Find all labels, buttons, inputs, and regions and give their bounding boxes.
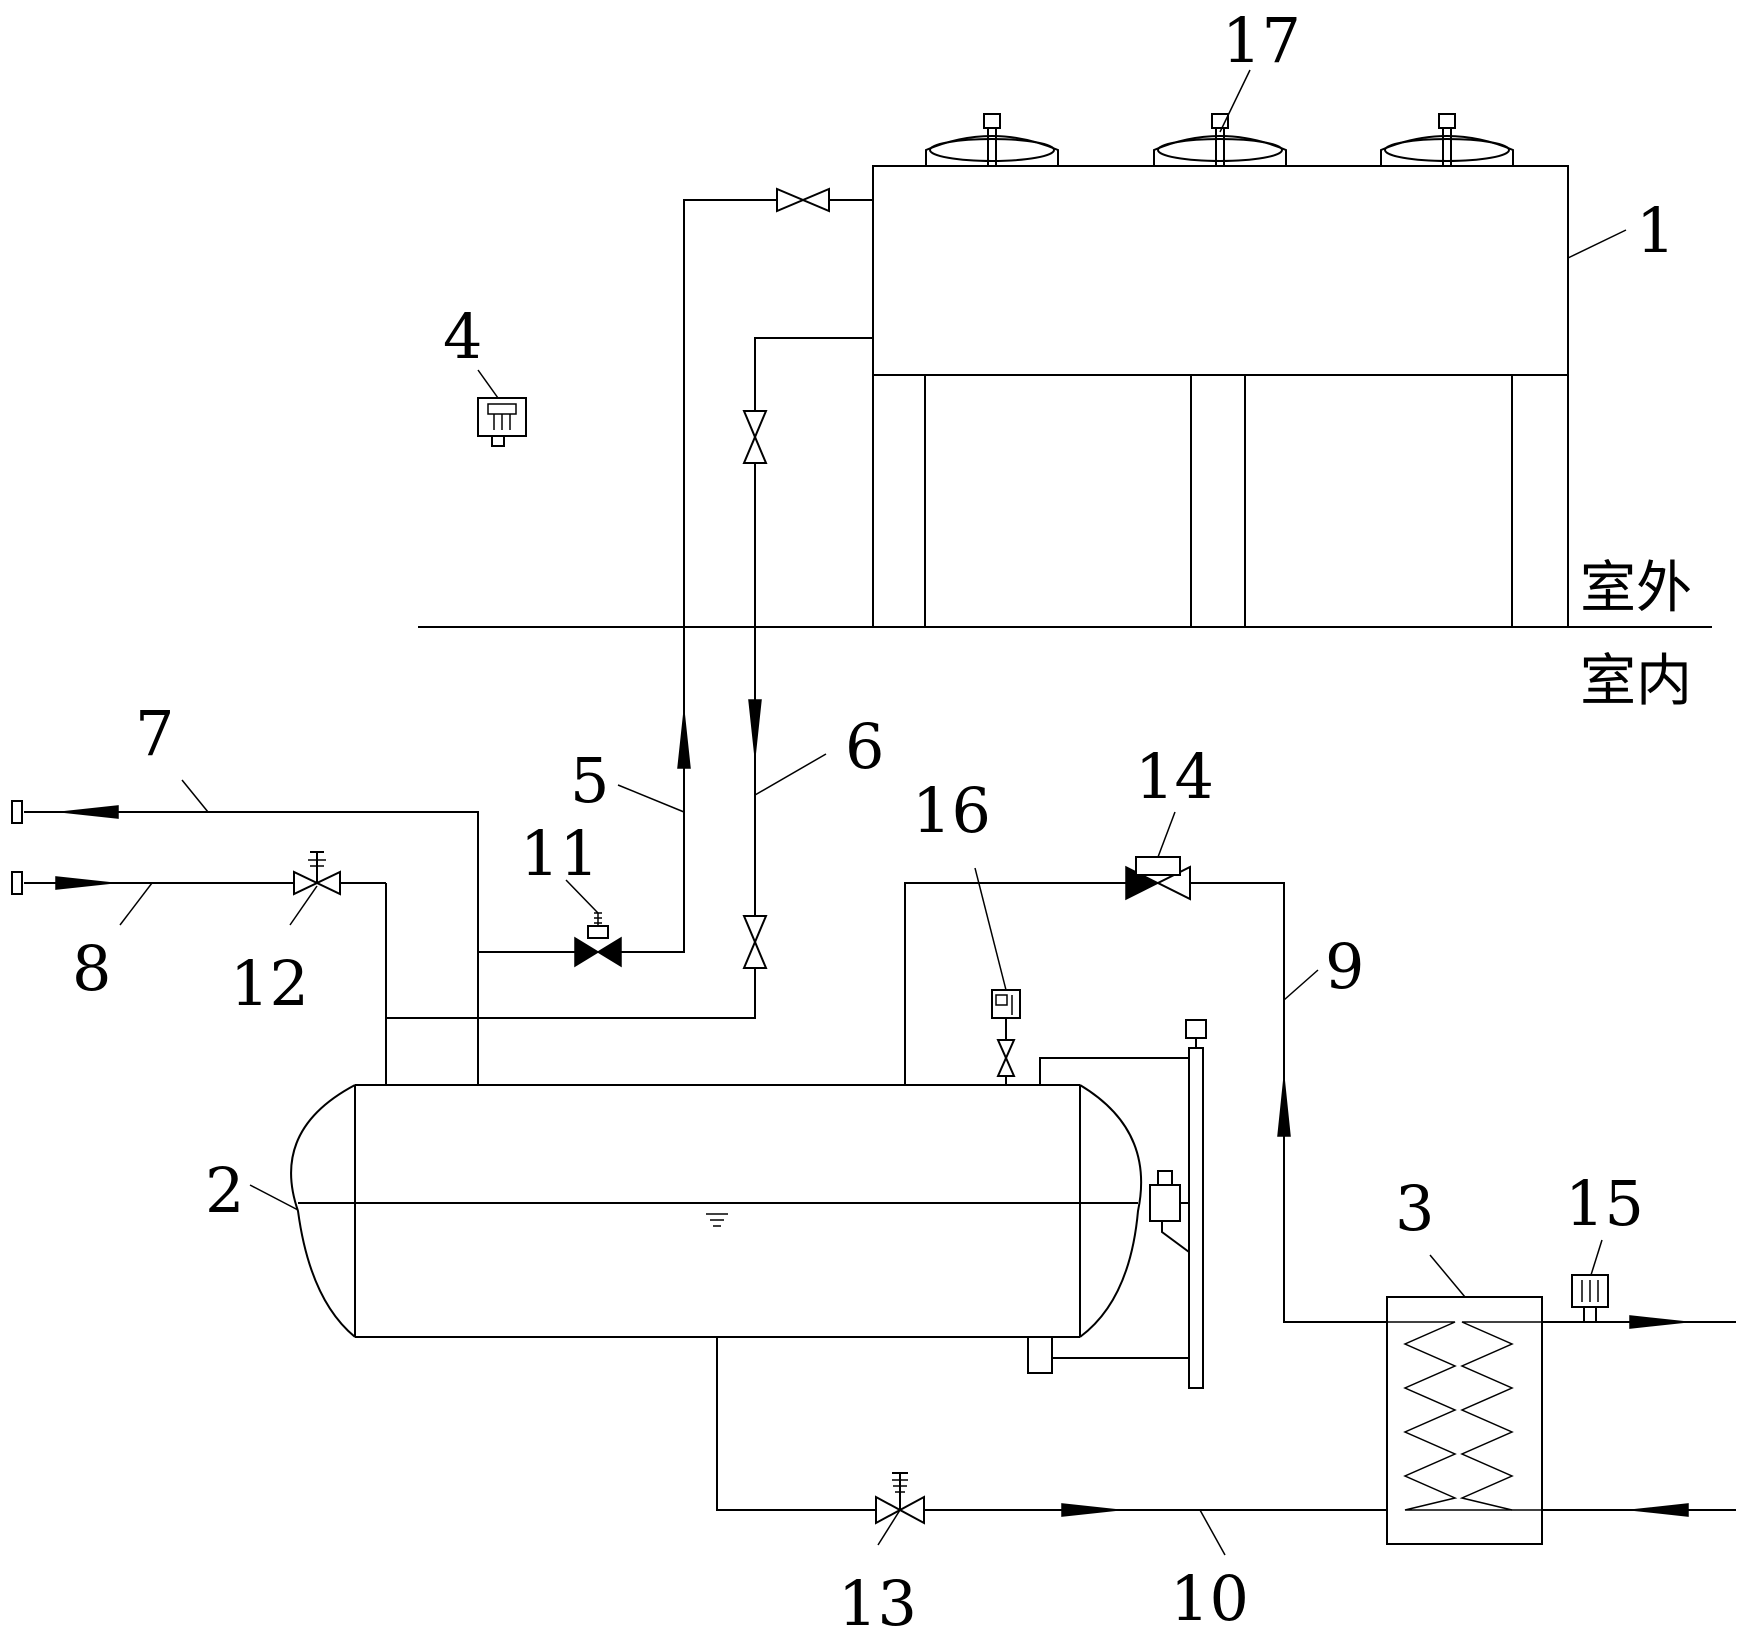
sensor-15 <box>1571 1274 1609 1323</box>
pipe-9 <box>904 882 1387 1323</box>
flow-arrow-right-pipe8 <box>55 876 113 890</box>
label-outdoor-sensor: 4 <box>443 300 482 373</box>
valve-pipe6-upper <box>742 410 768 464</box>
flow-arrow-left-inlet <box>1631 1503 1689 1517</box>
pipe-8 <box>11 871 387 1018</box>
condenser-fan-1 <box>925 113 1059 166</box>
flow-arrow-left-pipe7 <box>61 805 119 819</box>
label-pipe-9: 9 <box>1325 930 1364 1003</box>
label-indoor-zone: 室内 <box>1580 649 1692 714</box>
valve-12 <box>293 851 341 896</box>
label-valve-11: 11 <box>520 817 599 890</box>
label-pipe-10: 10 <box>1170 1562 1249 1635</box>
label-tank: 2 <box>205 1154 244 1227</box>
label-pipe-7: 7 <box>135 697 174 770</box>
flow-arrow-up-pipe5 <box>677 711 691 769</box>
outdoor-sensor-4 <box>477 397 527 447</box>
receiver-tank <box>290 1084 1143 1338</box>
valve-13 <box>875 1472 925 1525</box>
heat-exchanger <box>1386 1296 1543 1545</box>
label-valve-13: 13 <box>838 1567 917 1635</box>
label-condenser: 1 <box>1636 194 1675 267</box>
valve-14 <box>1125 856 1191 901</box>
label-pipe-5: 5 <box>570 744 609 817</box>
valve-11 <box>574 912 622 968</box>
condenser-fan-2 <box>1153 113 1287 166</box>
pipe-10 <box>716 1337 1387 1511</box>
condenser-fan-3 <box>1380 113 1514 166</box>
pipe-5-vapor-line <box>621 199 873 953</box>
valve-pipe6-lower <box>742 915 768 969</box>
flow-arrow-right-outlet <box>1629 1315 1687 1329</box>
label-valve-14: 14 <box>1135 740 1214 813</box>
label-heat-exchanger: 3 <box>1395 1172 1434 1245</box>
label-pipe-8: 8 <box>72 932 111 1005</box>
valve-top-horizontal <box>776 187 830 213</box>
pipe-7 <box>11 800 479 1085</box>
label-pipe-6: 6 <box>845 710 884 783</box>
label-outdoor-zone: 室外 <box>1580 556 1692 621</box>
leader-lines <box>119 69 1627 1556</box>
level-gauge <box>1027 1019 1207 1389</box>
condenser-unit <box>872 165 1569 627</box>
label-fans: 17 <box>1222 4 1301 77</box>
label-sensor-16: 16 <box>912 774 991 847</box>
flow-arrow-up-pipe9 <box>1277 1077 1291 1137</box>
label-valve-12: 12 <box>230 947 309 1020</box>
sensor-16 <box>991 989 1021 1085</box>
pipe-6-liquid-line <box>385 337 873 1085</box>
flow-arrow-right-pipe10 <box>1061 1503 1119 1517</box>
label-sensor-15: 15 <box>1565 1167 1644 1240</box>
flow-arrow-down-pipe6 <box>748 699 762 757</box>
